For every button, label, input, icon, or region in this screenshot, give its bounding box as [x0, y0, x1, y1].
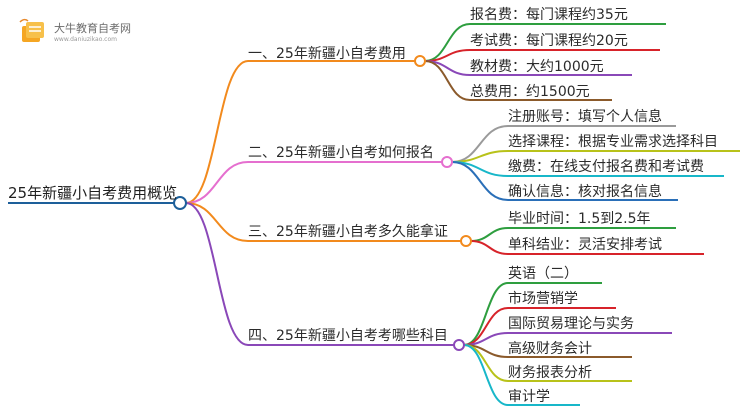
- leaf-label: 高级财务会计: [508, 341, 592, 357]
- leaf-label: 毕业时间：1.5到2.5年: [508, 211, 651, 227]
- logo-url: www.daniuzikao.com: [54, 36, 117, 43]
- leaf-label: 选择课程：根据专业需求选择科目: [508, 134, 718, 150]
- site-logo: 大牛教育自考网 www.daniuzikao.com: [18, 18, 138, 50]
- mindmap-root-label: 25年新疆小自考费用概览: [8, 184, 178, 202]
- branch-to-leaf-connector: [470, 227, 509, 242]
- root-to-branch-connector: [185, 202, 249, 346]
- leaf-label: 英语（二）: [508, 266, 578, 282]
- leaf-label: 财务报表分析: [508, 365, 592, 381]
- leaf-label: 审计学: [508, 389, 550, 405]
- logo-title: 大牛教育自考网: [54, 22, 131, 35]
- leaf-label: 市场营销学: [508, 291, 578, 307]
- leaf-label: 报名费：每门课程约35元: [470, 7, 628, 23]
- leaf-label: 缴费：在线支付报名费和考试费: [508, 159, 704, 175]
- root-to-branch-connector: [185, 202, 249, 242]
- leaf-label: 国际贸易理论与实务: [508, 316, 634, 332]
- leaf-label: 单科结业：灵活安排考试: [508, 237, 662, 253]
- branch-to-leaf-connector: [463, 344, 509, 406]
- book-logo-icon: [19, 18, 44, 42]
- branch-node-circle: [460, 235, 472, 247]
- branch-node-circle: [414, 55, 426, 67]
- branch-node-circle: [441, 156, 453, 168]
- root-node-circle: [173, 196, 187, 210]
- leaf-label: 总费用：约1500元: [470, 84, 590, 100]
- branch-to-leaf-connector: [451, 161, 509, 201]
- branch-label-subjects: 四、25年新疆小自考考哪些科目: [248, 328, 448, 344]
- leaf-label: 考试费：每门课程约20元: [470, 33, 628, 49]
- leaf-label: 教材费：大约1000元: [470, 59, 604, 75]
- root-to-branch-connector: [185, 161, 249, 204]
- branch-label-duration: 三、25年新疆小自考多久能拿证: [248, 224, 448, 240]
- leaf-label: 注册账号：填写个人信息: [508, 109, 662, 125]
- leaf-label: 确认信息：核对报名信息: [508, 184, 662, 200]
- root-to-branch-connector: [185, 60, 249, 204]
- branch-node-circle: [453, 339, 465, 351]
- branch-label-register: 二、25年新疆小自考如何报名: [248, 145, 434, 161]
- branch-to-leaf-connector: [470, 240, 509, 255]
- branch-label-fees: 一、25年新疆小自考费用: [248, 46, 406, 62]
- branch-to-leaf-connector: [463, 282, 509, 346]
- branch-to-leaf-connector: [424, 60, 471, 101]
